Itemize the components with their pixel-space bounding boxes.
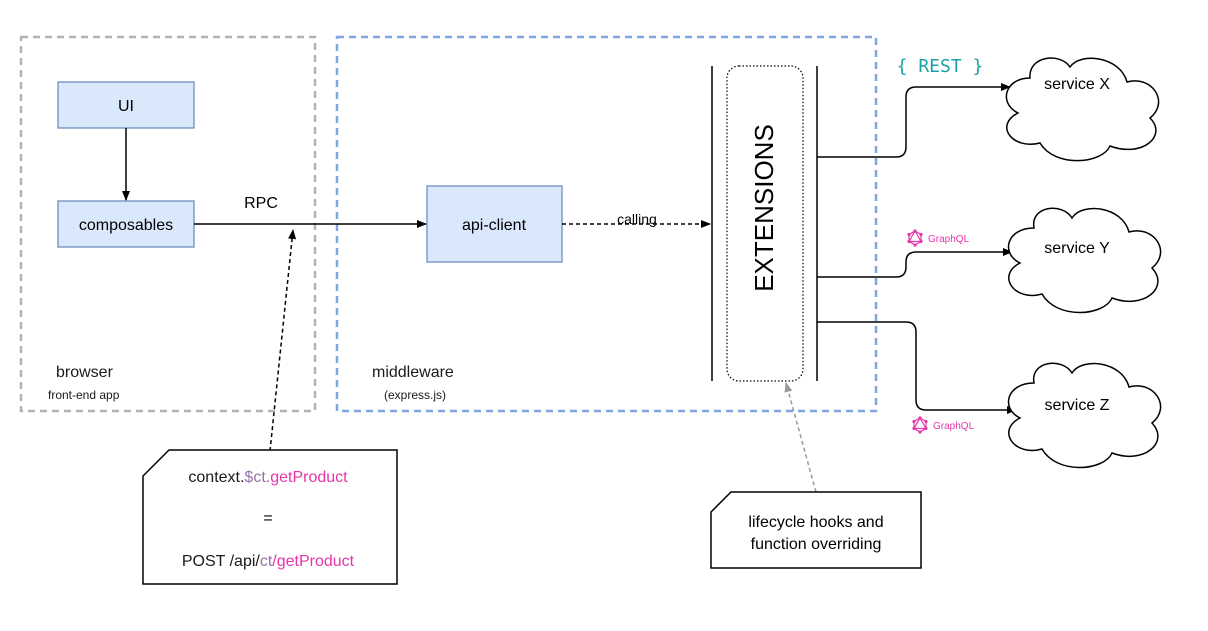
api-client-node-label: api-client [462,217,527,234]
rpc-note-get-product: .getProduct [266,469,348,486]
service-z-cloud[interactable]: service Z [1007,362,1162,469]
rpc-note-line2: POST /api/ct/getProduct [182,553,355,570]
graphql-y-label: GraphQL [928,234,970,245]
rpc-note-ct: ct [260,553,273,570]
rpc-note-card: context.$ct.getProduct = POST /api/ct/ge… [142,449,398,585]
extensions-note-arrow [784,382,817,493]
graphql-badge-z: GraphQL [912,416,975,434]
graphql-badge-y: GraphQL [907,229,970,247]
browser-sublabel: front-end app [48,388,120,402]
graphql-logo-icon [907,229,923,247]
rpc-note-context: context. [188,469,244,486]
calling-label: calling [617,211,657,227]
rpc-label: RPC [244,195,278,212]
rpc-note-equals: = [263,510,272,527]
extensions-inner-box [726,65,804,382]
extensions-label: EXTENSIONS [749,124,779,292]
extensions-note-line1: lifecycle hooks and [748,514,883,531]
extensions-note-line2: function overriding [751,536,882,553]
rpc-note-arrow [269,229,297,452]
api-client-node[interactable]: api-client [426,185,563,263]
service-y-label: service Y [1044,240,1110,257]
service-x-label: service X [1044,76,1110,93]
extensions-to-service-y-arrow [817,248,1013,278]
rpc-note-path: /getProduct [272,553,354,570]
service-z-label: service Z [1045,397,1110,414]
composables-node-label: composables [79,217,173,234]
rest-badge: { REST } [897,56,984,77]
extensions-block[interactable]: EXTENSIONS [711,65,818,382]
extensions-note-card: lifecycle hooks and function overriding [710,491,922,569]
middleware-label: middleware [372,364,454,381]
composables-node[interactable]: composables [57,200,195,248]
rpc-note-post: POST /api/ [182,553,261,570]
ui-node-label: UI [118,98,134,115]
graphql-z-label: GraphQL [933,421,975,432]
middleware-sublabel: (express.js) [384,388,446,402]
rpc-note-line1: context.$ct.getProduct [188,469,348,486]
ui-node[interactable]: UI [57,81,195,129]
extensions-to-service-x-arrow [817,83,1011,158]
service-y-cloud[interactable]: service Y [1007,207,1162,314]
graphql-logo-icon [912,416,928,434]
browser-label: browser [56,364,114,381]
extensions-to-service-z-arrow [817,321,1017,414]
rpc-note-dollar-ct: $ct [244,469,266,486]
service-x-cloud[interactable]: service X [1005,57,1160,162]
